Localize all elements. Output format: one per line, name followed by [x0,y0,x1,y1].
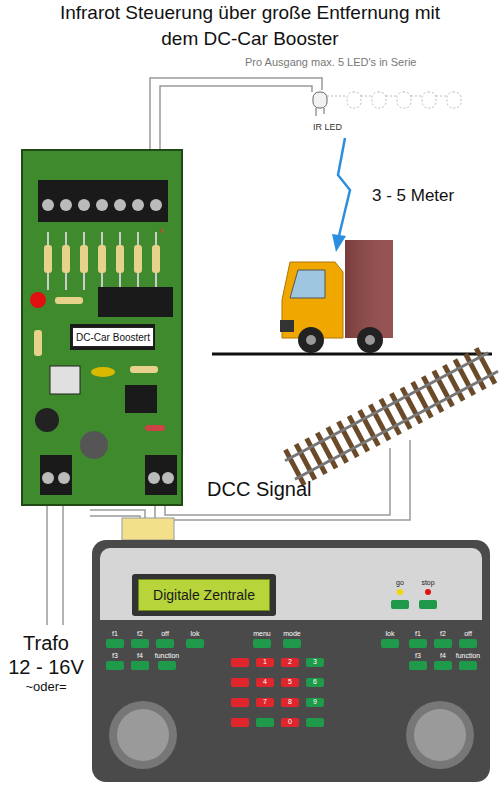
label: DCC Signal [207,478,311,501]
key-label: off [161,630,169,638]
label: ~oder= [25,680,66,695]
node-text: Digitale Zentrale [153,587,255,603]
key-label: f3 [415,652,421,660]
ir-beam-head [332,234,346,252]
key-label: function [456,652,481,660]
keypad-button [231,698,249,707]
key-label: 3 [313,658,317,666]
key-label: 0 [288,718,292,726]
label: go [396,579,404,587]
key-button [434,661,452,670]
key-label: f1 [415,630,421,638]
key-button [409,661,427,670]
key-label: 5 [288,678,292,686]
key-label: 9 [313,698,317,706]
key-button [158,661,176,670]
key-button [459,661,477,670]
keypad-button [231,718,249,727]
title: Infrarot Steuerung über große Entfernung… [50,0,450,52]
key-button [106,639,124,648]
track [281,344,501,487]
key-label: f2 [137,630,143,638]
key-label: 2 [288,658,292,666]
key-label: 6 [313,678,317,686]
key-button [156,639,174,648]
node-text: DC-Car Boostert [76,332,150,343]
key-label: f4 [440,652,446,660]
key-label: 1 [263,658,267,666]
key-label: 7 [263,698,267,706]
key-label: f3 [112,652,118,660]
control-unit [92,518,490,782]
ir-led [313,92,327,116]
truck [212,240,492,354]
key-button [459,639,477,648]
key-label: f4 [137,652,143,660]
lcd-display: Digitale Zentrale [138,579,270,611]
keypad-button [231,658,249,667]
key-label: lok [191,630,200,638]
key-label: menu [253,630,271,638]
keypad-button [231,678,249,687]
key-label: 8 [288,698,292,706]
power-wire [47,495,63,625]
label: Pro Ausgang max. 5 LED's in Serie [245,56,416,69]
circuit-board [22,150,182,505]
key-button [106,661,124,670]
optional-led [327,92,461,108]
key-label: function [155,652,180,660]
key-button [283,639,301,648]
label: IR LED [313,122,342,132]
key-button [186,639,204,648]
key-label: 4 [263,678,267,686]
key-button [381,639,399,648]
label: 3 - 5 Meter [372,186,454,206]
chip-label: DC-Car Boostert [72,327,154,347]
key-button [131,661,149,670]
key-label: off [464,630,472,638]
key-button [434,639,452,648]
key-label: f2 [440,630,446,638]
ir-beam [338,138,350,240]
label: Trafo [23,632,69,655]
keypad-button [306,718,324,727]
label: + [159,226,164,236]
key-button [409,639,427,648]
key-button [253,639,271,648]
key-label: mode [283,630,301,638]
label: stop [421,579,434,587]
key-label: f1 [112,630,118,638]
key-label: lok [386,630,395,638]
label: 12 - 16V [8,656,84,679]
key-button [131,639,149,648]
keypad-button [256,718,274,727]
